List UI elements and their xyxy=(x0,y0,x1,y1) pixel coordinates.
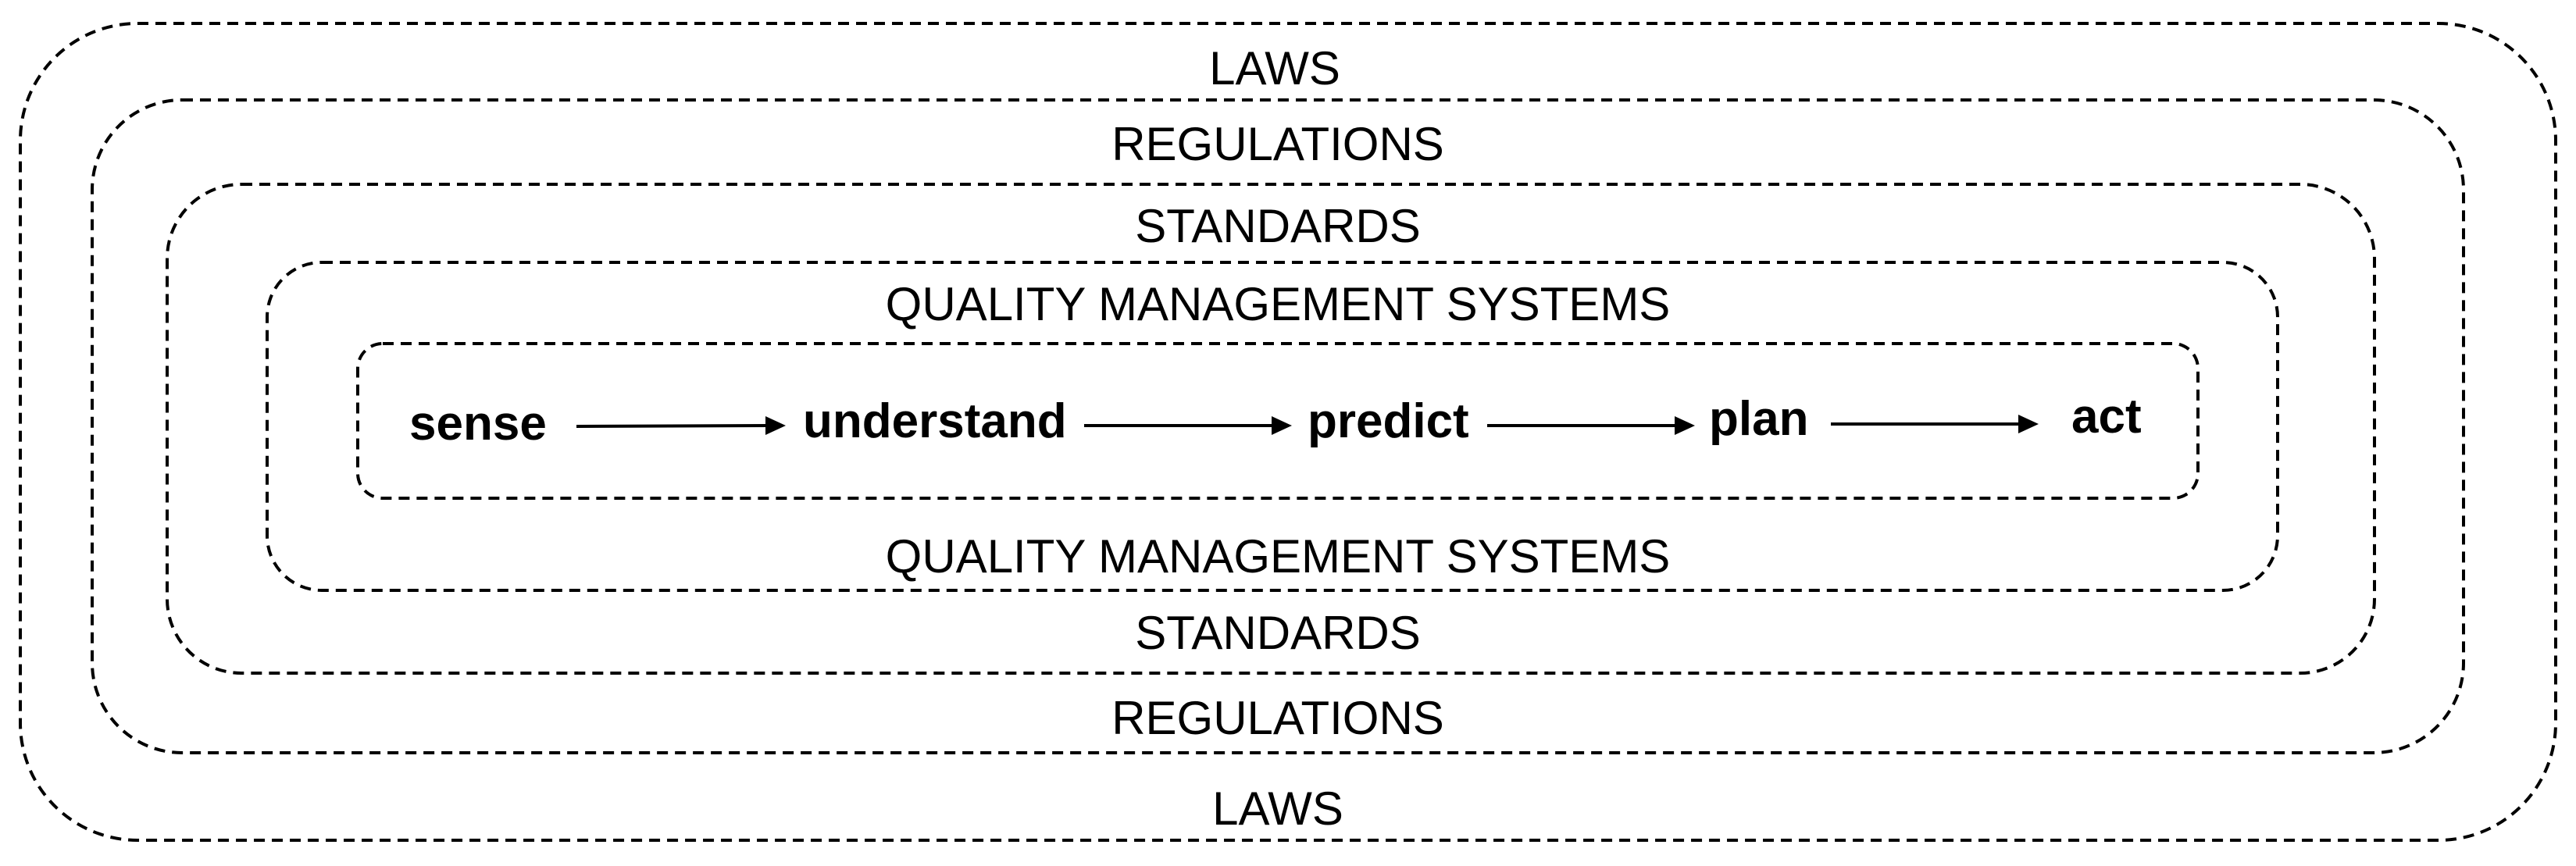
laws-bottom-label: LAWS xyxy=(1212,782,1343,835)
regulations-bottom-label: REGULATIONS xyxy=(1111,692,1444,744)
laws-top-label: LAWS xyxy=(1209,42,1340,94)
arrow-plan-to-act xyxy=(1831,415,2039,433)
arrowhead-icon xyxy=(2018,415,2039,433)
qms-boundary xyxy=(266,261,2279,592)
standards-bottom-label: STANDARDS xyxy=(1135,607,1421,659)
laws-boundary xyxy=(19,22,2557,842)
step-understand: understand xyxy=(803,394,1067,448)
process-boundary xyxy=(356,342,2200,500)
step-predict: predict xyxy=(1308,394,1469,448)
arrowhead-icon xyxy=(1675,416,1695,435)
regulations-top-label: REGULATIONS xyxy=(1111,118,1444,170)
arrow-understand-to-predict xyxy=(1084,416,1292,435)
standards-boundary xyxy=(166,183,2376,675)
qms-top-label: QUALITY MANAGEMENT SYSTEMS xyxy=(886,278,1671,330)
layer-qms: QUALITY MANAGEMENT SYSTEMS QUALITY MANAG… xyxy=(266,261,2279,592)
step-sense: sense xyxy=(409,397,547,451)
layer-regulations: REGULATIONS REGULATIONS xyxy=(91,98,2465,754)
arrow-predict-to-plan xyxy=(1487,416,1695,435)
arrowhead-icon xyxy=(1272,416,1292,435)
layer-laws: LAWS LAWS xyxy=(19,22,2557,842)
standards-top-label: STANDARDS xyxy=(1135,200,1421,252)
qms-bottom-label: QUALITY MANAGEMENT SYSTEMS xyxy=(886,530,1671,583)
arrow-sense-to-understand xyxy=(576,416,786,435)
step-plan: plan xyxy=(1709,392,1808,446)
layer-standards: STANDARDS STANDARDS xyxy=(166,183,2376,675)
arrowhead-icon xyxy=(765,416,786,435)
regulations-boundary xyxy=(91,98,2465,754)
step-act: act xyxy=(2071,390,2142,444)
process-box: sense understand predict plan act xyxy=(356,342,2200,500)
